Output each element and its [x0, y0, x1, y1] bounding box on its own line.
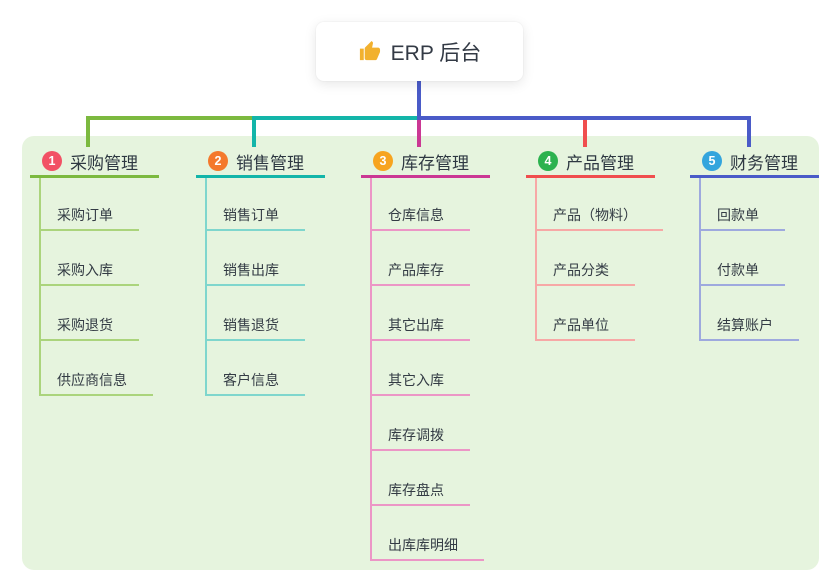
node-item[interactable]: 采购入库: [39, 261, 139, 286]
node-item[interactable]: 出库库明细: [370, 536, 484, 561]
node-item[interactable]: 产品分类: [535, 261, 635, 286]
thumbs-up-icon: [359, 40, 380, 61]
branches-panel: [22, 136, 819, 570]
node-item[interactable]: 供应商信息: [39, 371, 153, 396]
node-item[interactable]: 其它入库: [370, 371, 470, 396]
branch-connector-line: [205, 178, 207, 396]
node-item[interactable]: 采购订单: [39, 206, 139, 231]
branch-header-5[interactable]: 5 财务管理: [690, 147, 819, 178]
branch-badge-2: 2: [208, 151, 228, 171]
branch-badge-5: 5: [702, 151, 722, 171]
node-item[interactable]: 库存盘点: [370, 481, 470, 506]
root-title: ERP 后台: [390, 41, 482, 65]
branch-header-1[interactable]: 1 采购管理: [30, 147, 159, 178]
node-item[interactable]: 库存调拨: [370, 426, 470, 451]
branch-badge-1: 1: [42, 151, 62, 171]
node-item[interactable]: 销售退货: [205, 316, 305, 341]
node-item[interactable]: 客户信息: [205, 371, 305, 396]
branch-header-3[interactable]: 3 库存管理: [361, 147, 490, 178]
branch-connector-line: [535, 178, 537, 341]
node-item[interactable]: 产品（物料）: [535, 206, 663, 231]
node-item[interactable]: 产品单位: [535, 316, 635, 341]
node-item[interactable]: 产品库存: [370, 261, 470, 286]
root-node[interactable]: ERP 后台: [316, 22, 523, 81]
node-item[interactable]: 付款单: [699, 261, 785, 286]
branch-title-2: 销售管理: [236, 153, 304, 173]
branch-header-4[interactable]: 4 产品管理: [526, 147, 655, 178]
node-item[interactable]: 销售订单: [205, 206, 305, 231]
node-item[interactable]: 其它出库: [370, 316, 470, 341]
branch-connector-line: [370, 178, 372, 561]
branch-connector-line: [39, 178, 41, 396]
node-item[interactable]: 结算账户: [699, 316, 799, 341]
branch-connector-line: [699, 178, 701, 341]
branch-badge-4: 4: [538, 151, 558, 171]
branch-header-2[interactable]: 2 销售管理: [196, 147, 325, 178]
node-item[interactable]: 仓库信息: [370, 206, 470, 231]
branch-title-4: 产品管理: [566, 153, 634, 173]
branch-badge-3: 3: [373, 151, 393, 171]
branch-title-5: 财务管理: [730, 153, 798, 173]
node-item[interactable]: 销售出库: [205, 261, 305, 286]
node-item[interactable]: 采购退货: [39, 316, 139, 341]
branch-title-1: 采购管理: [70, 153, 138, 173]
branch-title-3: 库存管理: [401, 153, 469, 173]
node-item[interactable]: 回款单: [699, 206, 785, 231]
